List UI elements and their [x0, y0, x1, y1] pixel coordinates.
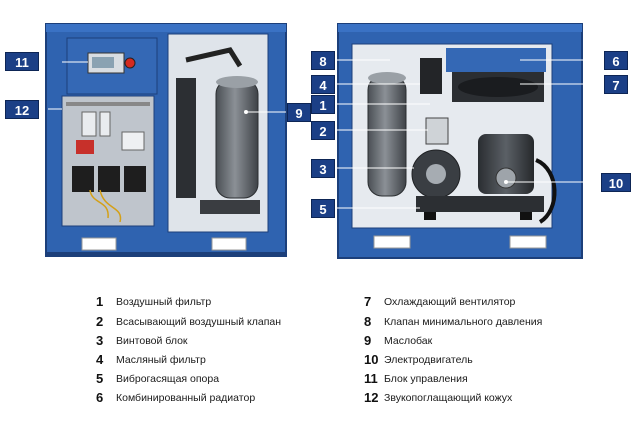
legend-item-1: 1 Воздушный фильтр	[96, 294, 211, 309]
legend-item-8: 8 Клапан минимального давления	[364, 314, 542, 329]
legend-item-2: 2 Всасывающий воздушный клапан	[96, 314, 281, 329]
legend-item-3: 3 Винтовой блок	[96, 333, 188, 348]
callout-9: 9	[287, 103, 311, 122]
legend-label: Охлаждающий вентилятор	[384, 296, 516, 308]
contactor-1	[72, 166, 94, 192]
callout-10: 10	[601, 173, 631, 192]
cabinet-base	[46, 252, 286, 256]
legend-num: 11	[364, 371, 378, 386]
legend-label: Маслобак	[384, 335, 433, 347]
legend-label: Звукопоглащающий кожух	[384, 392, 513, 404]
motor-cable	[535, 158, 557, 224]
oil-tank-top	[216, 76, 258, 88]
callout-1: 1	[311, 95, 335, 114]
oil-tank-left	[215, 79, 259, 199]
legend-item-9: 9 Маслобак	[364, 333, 432, 348]
legend-num: 7	[364, 294, 372, 309]
breaker-1	[81, 111, 97, 137]
legend-label: Всасывающий воздушный клапан	[116, 316, 282, 328]
callout-8: 8	[311, 51, 335, 70]
legend-item-7: 7 Охлаждающий вентилятор	[364, 294, 515, 309]
legend-item-5: 5 Виброгасящая опора	[96, 371, 219, 386]
legend-item-4: 4 Масляный фильтр	[96, 352, 206, 367]
contactor-2	[98, 166, 120, 192]
legend-num: 10	[364, 352, 379, 367]
forklift-slot-3	[373, 235, 411, 249]
legend-num: 8	[364, 314, 372, 329]
legend-label: Масляный фильтр	[116, 354, 206, 366]
terminal-red	[76, 140, 94, 154]
right-cabinet	[334, 23, 604, 259]
callout-12: 12	[5, 100, 39, 119]
emergency-stop-button	[124, 57, 136, 69]
legend-item-11: 11 Блок управления	[364, 371, 468, 386]
vibration-mount-frame	[416, 196, 544, 212]
legend-item-6: 6 Комбинированный радиатор	[96, 390, 255, 405]
callout-11: 11	[5, 52, 39, 71]
legend-num: 6	[96, 390, 104, 405]
legend-label: Комбинированный радиатор	[116, 392, 256, 404]
legend-num: 1	[96, 294, 104, 309]
forklift-slot-2	[211, 237, 247, 251]
forklift-slot-1	[81, 237, 117, 251]
breaker-2	[99, 111, 111, 137]
callout-5: 5	[311, 199, 335, 218]
din-rail-1	[66, 102, 150, 106]
discharge-pipe	[185, 47, 243, 68]
air-filter	[420, 58, 442, 94]
legend-num: 12	[364, 390, 379, 405]
callout-7: 7	[604, 75, 628, 94]
air-end-dark	[176, 78, 196, 198]
legend-num: 9	[364, 333, 372, 348]
callout-6: 6	[604, 51, 628, 70]
legend-item-10: 10 Электродвигатель	[364, 352, 473, 367]
electric-motor	[478, 134, 534, 194]
legend-label: Винтовой блок	[116, 335, 188, 347]
callout-3: 3	[311, 159, 335, 178]
legend-label: Клапан минимального давления	[384, 316, 543, 328]
callout-2: 2	[311, 121, 335, 140]
relay-block	[121, 131, 145, 151]
cabinet-top-edge	[46, 24, 286, 32]
forklift-slot-4	[509, 235, 547, 249]
wiring	[89, 189, 122, 223]
intake-valve	[425, 117, 449, 145]
oil-tank-right	[367, 75, 407, 197]
legend-item-12: 12 Звукопоглащающий кожух	[364, 390, 512, 405]
legend-label: Виброгасящая опора	[116, 373, 220, 385]
legend-label: Блок управления	[384, 373, 468, 385]
legend-label: Электродвигатель	[384, 354, 473, 366]
callout-4: 4	[311, 75, 335, 94]
legend-num: 3	[96, 333, 104, 348]
legend-num: 4	[96, 352, 104, 367]
left-cabinet	[45, 23, 287, 257]
legend-num: 2	[96, 314, 104, 329]
legend-label: Воздушный фильтр	[116, 296, 212, 308]
legend-num: 5	[96, 371, 104, 386]
contactor-3	[124, 166, 146, 192]
tank-base	[200, 200, 260, 214]
control-screen	[92, 57, 114, 68]
